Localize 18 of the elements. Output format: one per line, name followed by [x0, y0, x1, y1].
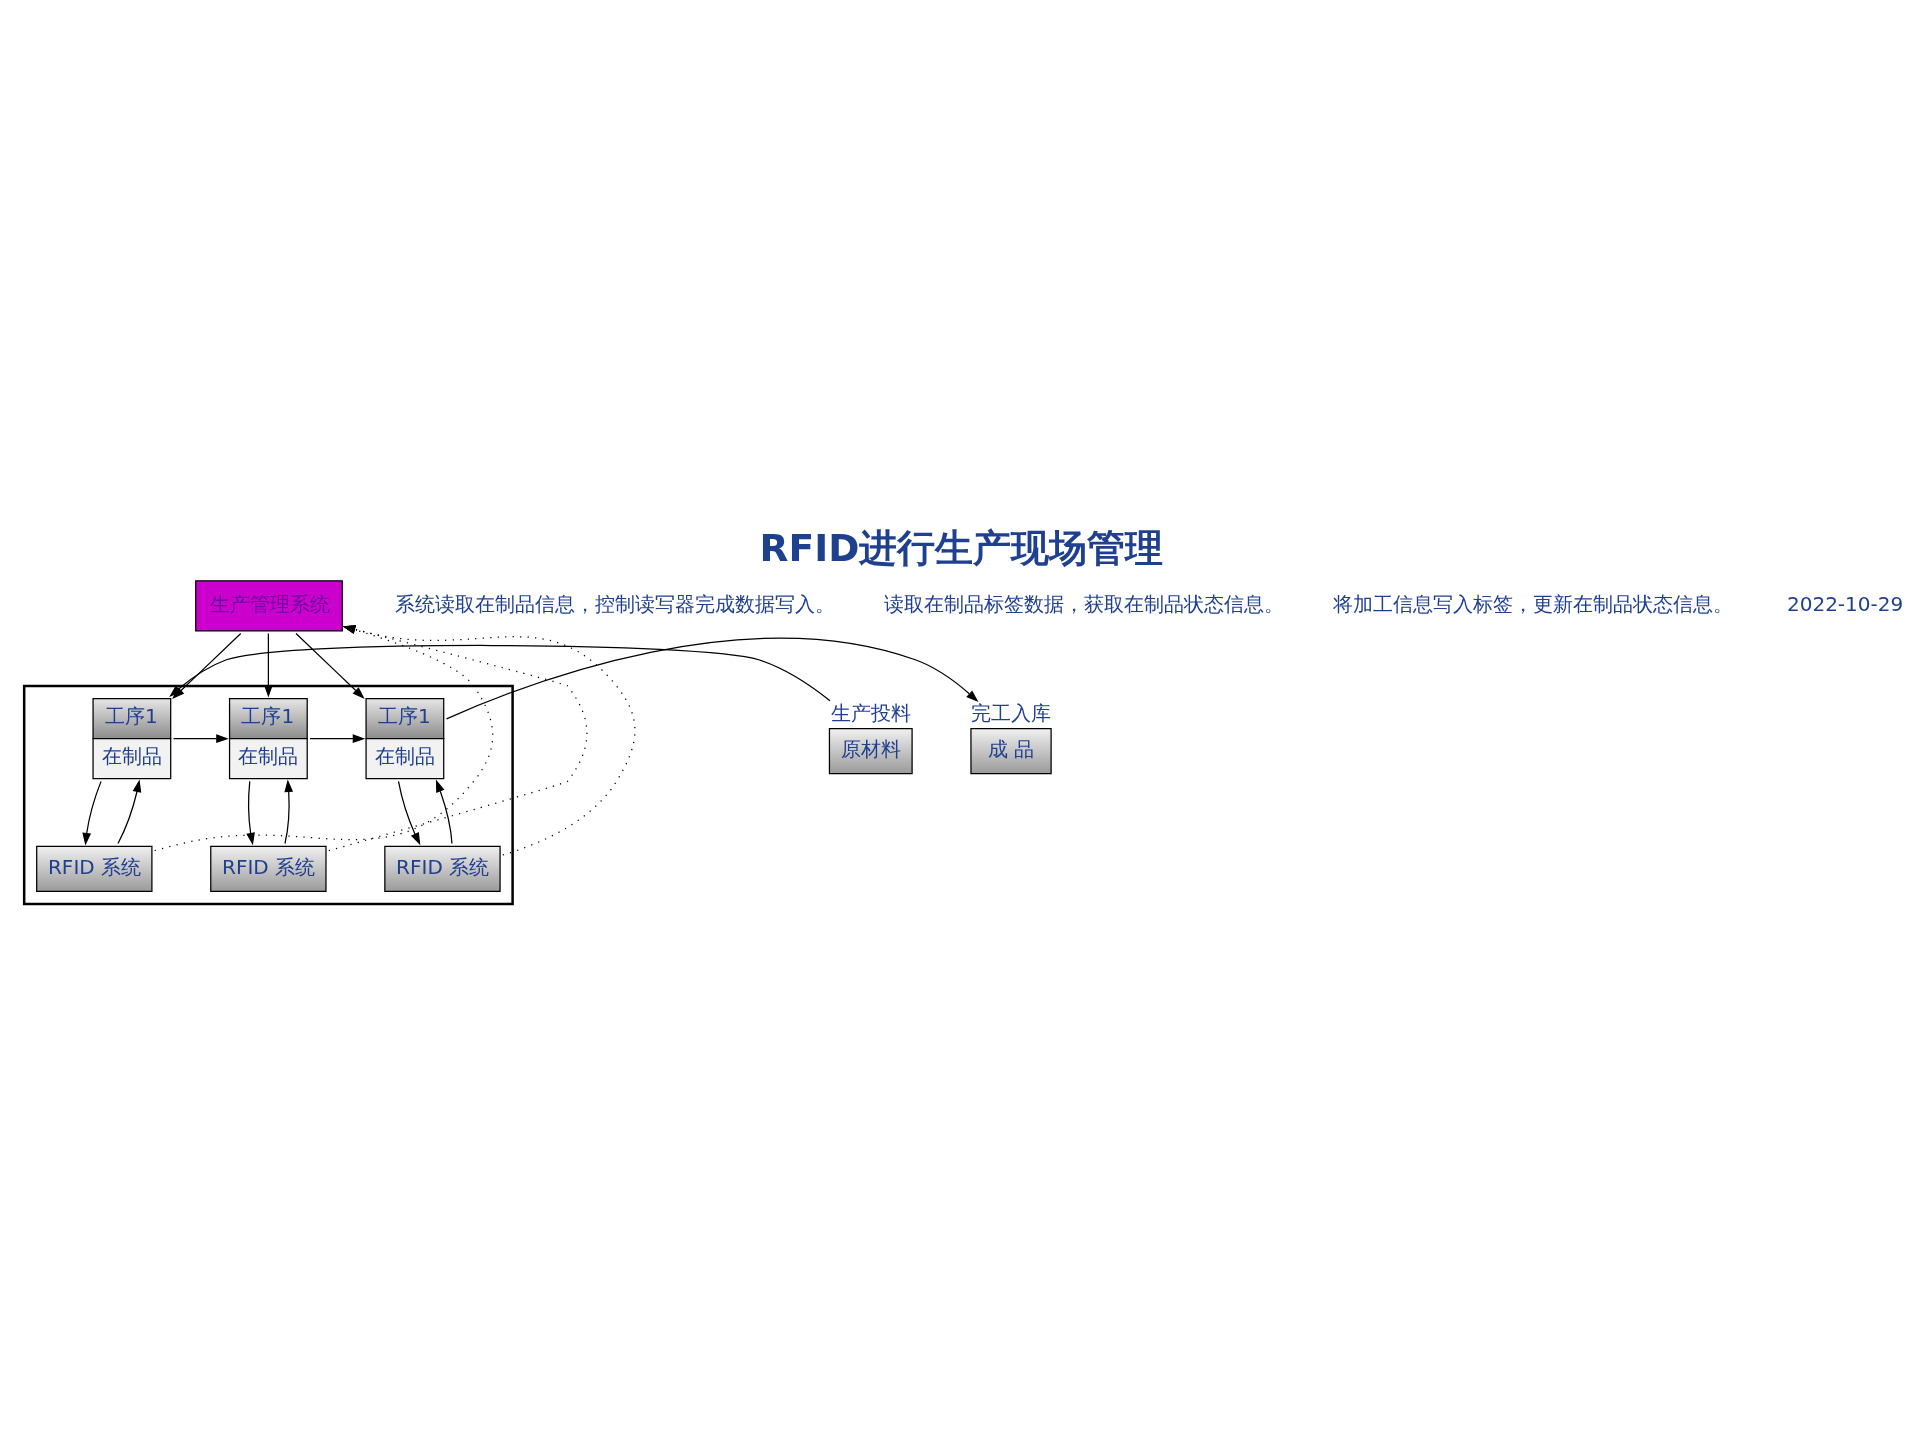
node-label: 完工入库: [970, 700, 1051, 725]
arrow: [284, 779, 294, 844]
node-label: 生产投料: [830, 700, 911, 725]
arrow: [117, 779, 142, 844]
arrow: [264, 632, 273, 698]
label: 系统读取在制品信息，控制读写器完成数据写入。: [395, 591, 836, 616]
arrow: [172, 733, 229, 743]
arrow: [309, 733, 366, 743]
label: 2022-10-29: [1786, 591, 1904, 616]
label: 将加工信息写入标签，更新在制品状态信息。: [1333, 591, 1734, 616]
diagram-title: RFID进行生产现场管理: [759, 525, 1164, 570]
arrow: [246, 780, 255, 845]
label: 读取在制品标签数据，获取在制品状态信息。: [883, 591, 1284, 616]
arrow: [82, 780, 102, 845]
arrow: [435, 779, 453, 844]
arrow: [295, 632, 365, 699]
arrow: [445, 637, 979, 719]
arrow: [397, 780, 421, 845]
